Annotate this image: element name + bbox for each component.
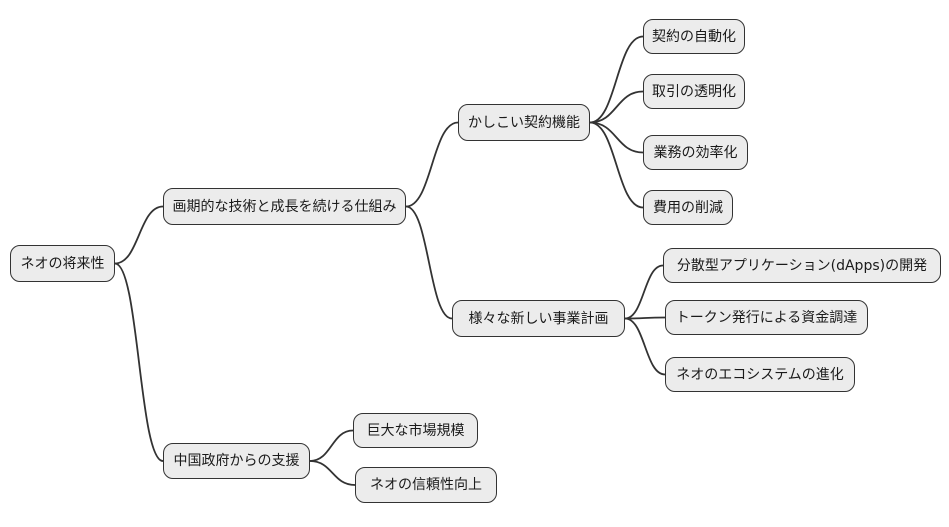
mindmap-node-label: 巨大な市場規模	[366, 422, 465, 439]
edge-tech-growth-new-business-plans	[405, 205, 453, 320]
edge-new-business-plans-token-fundraising	[624, 316, 666, 320]
edge-new-business-plans-dapps-development	[624, 264, 664, 320]
edge-smart-contract-business-efficiency	[589, 121, 644, 154]
mindmap-node-ecosystem-evolution: ネオのエコシステムの進化	[665, 357, 855, 392]
mindmap-node-label: 画期的な技術と成長を続ける仕組み	[172, 198, 397, 215]
mindmap-node-contract-automation: 契約の自動化	[643, 19, 745, 54]
mindmap-node-dapps-development: 分散型アプリケーション(dApps)の開発	[663, 248, 941, 283]
mindmap-node-label: 費用の削減	[653, 199, 723, 216]
mindmap-node-tech-growth: 画期的な技術と成長を続ける仕組み	[163, 188, 406, 225]
mindmap-node-smart-contract: かしこい契約機能	[458, 104, 590, 141]
mindmap-node-label: 業務の効率化	[653, 144, 738, 161]
mindmap-node-business-efficiency: 業務の効率化	[643, 135, 748, 170]
edge-root-china-gov-support	[114, 262, 164, 462]
mindmap-node-china-gov-support: 中国政府からの支援	[163, 443, 310, 479]
edge-new-business-plans-ecosystem-evolution	[624, 317, 666, 376]
mindmap-node-label: ネオの将来性	[20, 255, 105, 272]
edge-root-tech-growth	[114, 205, 164, 265]
mindmap-node-reliability-improvement: ネオの信頼性向上	[355, 467, 497, 503]
edge-smart-contract-transaction-transparency	[589, 90, 644, 124]
mindmap-node-label: ネオのエコシステムの進化	[676, 366, 844, 383]
mindmap-node-cost-reduction: 費用の削減	[643, 190, 733, 225]
mindmap-node-label: かしこい契約機能	[468, 114, 580, 131]
edge-smart-contract-cost-reduction	[589, 121, 644, 209]
mindmap-node-label: 契約の自動化	[652, 28, 736, 45]
edge-china-gov-support-huge-market-size	[309, 429, 354, 462]
mindmap-node-label: 分散型アプリケーション(dApps)の開発	[676, 257, 928, 274]
edge-china-gov-support-reliability-improvement	[309, 460, 356, 486]
edge-tech-growth-smart-contract	[405, 121, 459, 208]
edge-smart-contract-contract-automation	[589, 35, 644, 124]
mindmap-node-new-business-plans: 様々な新しい事業計画	[452, 300, 625, 337]
mindmap-node-label: 中国政府からの支援	[173, 453, 300, 469]
mindmap-node-label: ネオの信頼性向上	[370, 477, 482, 493]
mindmap-node-transaction-transparency: 取引の透明化	[643, 74, 745, 109]
mindmap-node-label: 取引の透明化	[652, 83, 736, 100]
mindmap-node-huge-market-size: 巨大な市場規模	[353, 413, 478, 448]
mindmap-node-label: 様々な新しい事業計画	[468, 310, 609, 327]
mindmap-node-root: ネオの将来性	[10, 245, 115, 282]
mindmap-node-token-fundraising: トークン発行による資金調達	[665, 300, 868, 335]
mindmap-node-label: トークン発行による資金調達	[675, 309, 858, 326]
